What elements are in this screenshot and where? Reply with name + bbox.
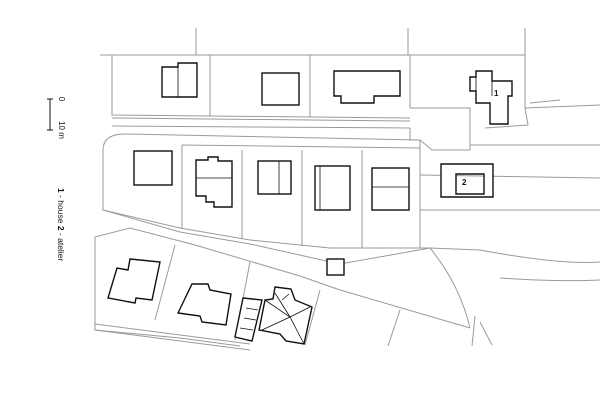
right-edge-lines — [470, 99, 600, 146]
lower-left-block — [94, 237, 321, 347]
building-lower-2 — [176, 283, 232, 326]
atelier-tag: 2 — [462, 178, 467, 187]
small-shed — [326, 258, 345, 276]
diagonal-street-upper — [102, 209, 431, 265]
building-mid-1 — [133, 150, 173, 186]
diagonal-street-lower — [94, 227, 471, 329]
scale-bar-line — [47, 98, 53, 131]
legend-house-number: 1 — [56, 188, 66, 193]
building-top-3 — [333, 70, 401, 104]
house-tag: 1 — [494, 89, 499, 98]
legend: 1 - house 2 - atelier — [56, 188, 66, 261]
atelier-building — [440, 163, 494, 198]
lower-left-street — [94, 323, 251, 351]
buildings: 1 2 — [107, 62, 513, 345]
lot-lines — [94, 28, 600, 351]
building-mid-3 — [257, 160, 292, 195]
street-upper-edge — [111, 107, 471, 151]
top-lot-dividers — [195, 28, 409, 117]
building-lower-1 — [107, 258, 161, 304]
scale-bar: 0 10 m — [47, 97, 66, 139]
legend-atelier-label: - atelier — [56, 231, 66, 262]
right-street-curve — [429, 247, 600, 329]
scale-bar-end-label: 10 m — [57, 121, 66, 139]
building-mid-2 — [195, 156, 233, 208]
house-building — [469, 70, 513, 125]
bottom-lot-lines — [387, 309, 493, 347]
building-lower-4 — [258, 286, 313, 345]
building-top-1 — [161, 62, 198, 98]
middle-lot-dividers — [181, 145, 421, 248]
building-top-2 — [261, 72, 300, 106]
middle-block-outline — [102, 133, 600, 251]
building-mid-5 — [371, 167, 410, 211]
legend-house-label: - house — [56, 193, 66, 226]
scale-bar-start-label: 0 — [57, 97, 66, 102]
legend-atelier-number: 2 — [56, 226, 66, 231]
top-block-outline — [100, 28, 526, 119]
building-lower-3 — [234, 297, 263, 342]
building-mid-4 — [314, 165, 351, 211]
